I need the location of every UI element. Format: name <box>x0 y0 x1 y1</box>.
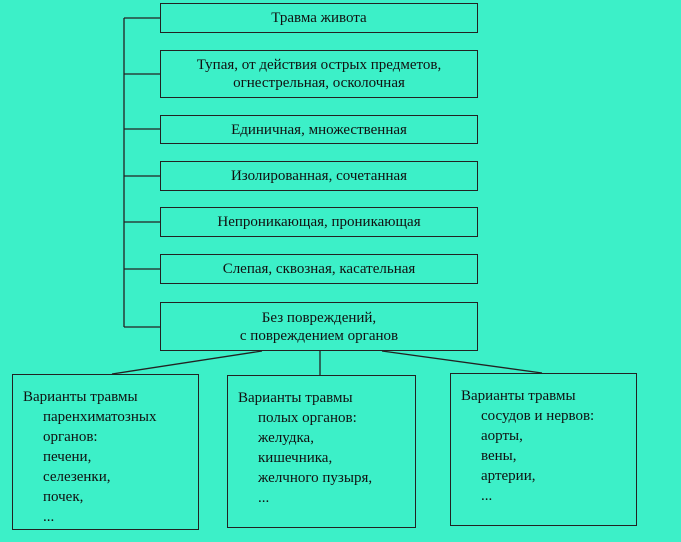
category-box-channel: Слепая, сквозная, касательная <box>160 254 478 284</box>
variant-subtitle: паренхиматозных <box>43 409 157 425</box>
category-box-organ-damage: Без повреждений, с повреждением органов <box>160 302 478 351</box>
category-label: с повреждением органов <box>239 327 399 344</box>
variant-subtitle: полых органов: <box>258 410 357 426</box>
category-label: Изолированная, сочетанная <box>230 168 408 184</box>
variant-title: Варианты травмы <box>23 389 138 405</box>
variant-item: аорты, <box>481 428 523 444</box>
variant-item: желудка, <box>258 430 314 446</box>
variant-box-parenchymal: Варианты травмы паренхиматозных органов:… <box>12 374 199 530</box>
root-box: Травма живота <box>160 3 478 33</box>
variant-item: печени, <box>43 449 92 465</box>
category-box-isolation: Изолированная, сочетанная <box>160 161 478 191</box>
variant-item: ... <box>258 490 270 506</box>
category-box-mechanism: Тупая, от действия острых предметов, огн… <box>160 50 478 98</box>
variant-item: ... <box>43 509 55 525</box>
category-label: огнестрельная, осколочная <box>233 75 405 91</box>
category-label: Тупая, от действия острых предметов, <box>196 57 442 73</box>
variant-item: вены, <box>481 448 517 464</box>
category-box-count: Единичная, множественная <box>160 115 478 144</box>
root-label: Травма живота <box>271 10 367 26</box>
variant-item: кишечника, <box>258 450 333 466</box>
variant-item: органов: <box>43 429 98 445</box>
category-box-penetration: Непроникающая, проникающая <box>160 207 478 237</box>
variant-title: Варианты травмы <box>238 390 353 406</box>
category-label: Непроникающая, проникающая <box>217 214 421 230</box>
category-label: Слепая, сквозная, касательная <box>222 261 416 277</box>
variant-box-hollow: Варианты травмы полых органов: желудка, … <box>227 375 416 528</box>
variant-item: ... <box>481 488 493 504</box>
variant-title: Варианты травмы <box>461 388 576 404</box>
category-label: Без повреждений, <box>261 309 377 326</box>
category-label: Единичная, множественная <box>231 121 407 138</box>
variant-item: артерии, <box>481 468 536 484</box>
variant-item: селезенки, <box>43 469 111 485</box>
variant-box-vessels: Варианты травмы сосудов и нервов: аорты,… <box>450 373 637 526</box>
variant-subtitle: сосудов и нервов: <box>481 408 595 424</box>
variant-item: почек, <box>43 489 84 505</box>
variant-item: желчного пузыря, <box>258 470 373 486</box>
